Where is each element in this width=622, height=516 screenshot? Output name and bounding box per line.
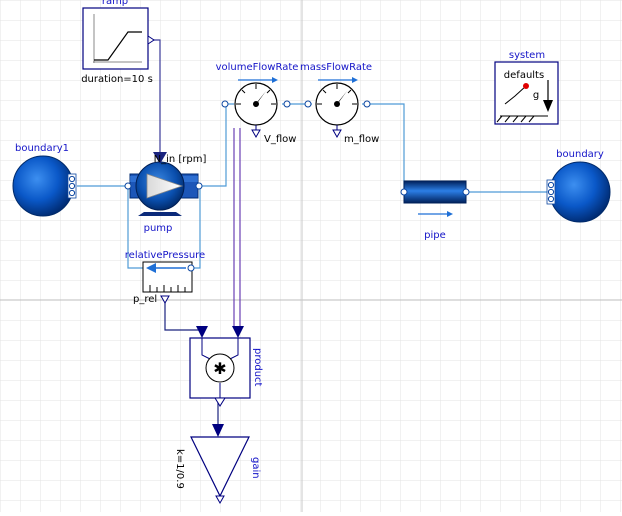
- pump-port-b[interactable]: [195, 182, 203, 190]
- pipe-block[interactable]: [400, 180, 470, 204]
- connection-pump-volumeflow[interactable]: [200, 103, 234, 187]
- mass-flow-rate-sensor[interactable]: [304, 82, 371, 139]
- gain-block[interactable]: [190, 424, 250, 505]
- v-flow-label: V_flow: [264, 134, 296, 145]
- system-g: g: [533, 90, 539, 101]
- pump-port-a[interactable]: [124, 182, 132, 190]
- connection-relpressure-b[interactable]: [192, 186, 201, 269]
- boundary1-port[interactable]: [68, 189, 76, 197]
- gain-label: gain: [250, 457, 261, 479]
- system-block[interactable]: [494, 61, 559, 125]
- ramp-parameter: duration=10 s: [81, 74, 153, 85]
- product-input-1[interactable]: [196, 326, 208, 338]
- pump-input-port[interactable]: [153, 152, 167, 164]
- mflow-output-port[interactable]: [332, 129, 342, 139]
- mass-flow-arrow-head-icon: [352, 77, 358, 83]
- ramp-output-port[interactable]: [147, 35, 155, 45]
- signal-prel-product[interactable]: [164, 303, 202, 331]
- multiply-icon: ✱: [213, 359, 226, 378]
- boundary1-port[interactable]: [68, 175, 76, 183]
- boundary-port[interactable]: [547, 181, 555, 189]
- prel-output-port[interactable]: [160, 295, 170, 305]
- boundary1-port[interactable]: [68, 182, 76, 190]
- pipe-arrow-head-icon: [447, 211, 453, 217]
- mass-flow-rate-label: massFlowRate: [300, 62, 372, 73]
- massflow-port-b[interactable]: [363, 100, 371, 108]
- gain-input-port[interactable]: [212, 424, 224, 437]
- gain-parameter: k=1/0.9: [174, 449, 185, 489]
- gain-output-port[interactable]: [215, 495, 225, 505]
- system-label: system: [509, 50, 545, 61]
- volume-flow-rate-sensor[interactable]: [221, 82, 291, 139]
- volumeflow-port-a[interactable]: [221, 100, 229, 108]
- boundary-label: boundary: [556, 149, 604, 160]
- m-flow-label: m_flow: [344, 134, 379, 145]
- pipe-port-a[interactable]: [400, 188, 408, 196]
- relative-pressure-sensor[interactable]: [142, 261, 195, 305]
- relpressure-port-b[interactable]: [187, 264, 195, 272]
- volumeflow-port-b[interactable]: [283, 100, 291, 108]
- pump-input-label: N_in [rpm]: [154, 154, 207, 165]
- product-output-port[interactable]: [214, 397, 226, 407]
- ramp-block[interactable]: [82, 7, 155, 70]
- connection-massflow-pipe[interactable]: [362, 103, 405, 192]
- pump-base: [138, 212, 182, 216]
- gravity-arrow-icon: [543, 100, 553, 112]
- pipe-port-b[interactable]: [462, 188, 470, 196]
- boundary-port[interactable]: [547, 188, 555, 196]
- product-block[interactable]: ✱: [189, 326, 251, 407]
- boundary-port[interactable]: [547, 195, 555, 203]
- pump-impeller-icon: [146, 173, 184, 199]
- volume-flow-rate-label: volumeFlowRate: [216, 62, 299, 73]
- massflow-port-a[interactable]: [304, 100, 312, 108]
- pipe-label: pipe: [424, 230, 446, 241]
- ramp-label: ramp: [102, 0, 128, 7]
- boundary-block[interactable]: [546, 161, 611, 223]
- system-red-dot: [523, 83, 529, 89]
- pump-label: pump: [144, 223, 173, 234]
- relative-pressure-label: relativePressure: [125, 250, 205, 261]
- p-rel-label: p_rel: [133, 294, 157, 305]
- boundary1-block[interactable]: [12, 155, 77, 217]
- product-input-2[interactable]: [232, 326, 244, 338]
- system-defaults: defaults: [504, 70, 544, 81]
- pump-block[interactable]: [124, 152, 203, 216]
- pressure-arrow-icon: [146, 263, 156, 273]
- volume-flow-arrow-head-icon: [272, 77, 278, 83]
- product-label: product: [252, 348, 263, 387]
- vflow-output-port[interactable]: [251, 129, 261, 139]
- boundary1-label: boundary1: [15, 143, 69, 154]
